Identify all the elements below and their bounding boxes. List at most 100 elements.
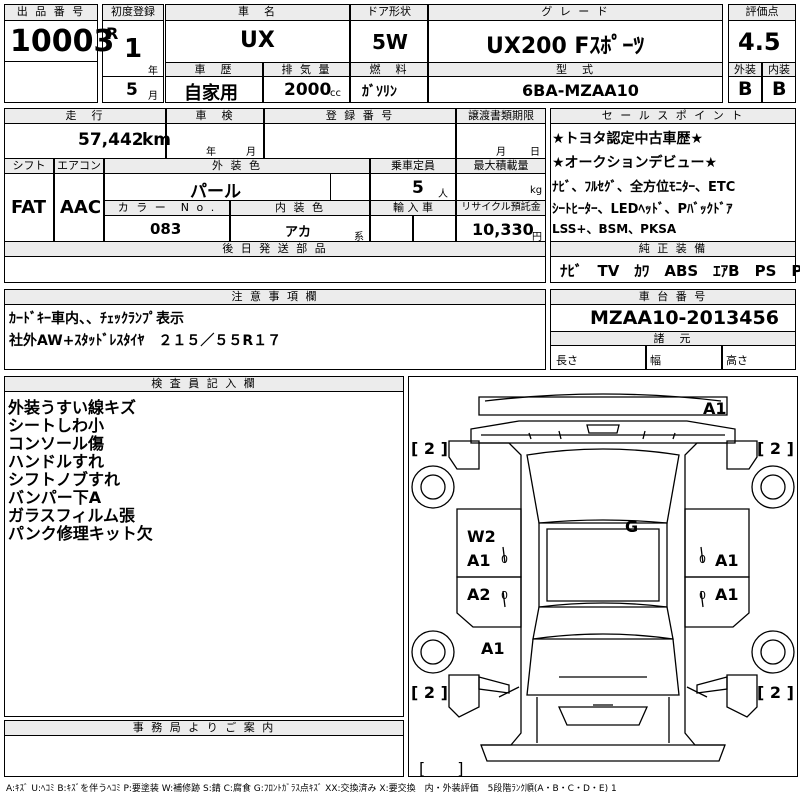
later-parts-header: 後 日 発 送 部 品 xyxy=(4,241,546,257)
mileage: 57,442 xyxy=(78,130,144,150)
import-cell xyxy=(370,215,413,242)
inspector-note: パンク修理キット欠 xyxy=(8,524,153,543)
max-load-header: 最大積載量 xyxy=(456,158,546,174)
later-parts-cell xyxy=(4,256,546,283)
door-type: 5W xyxy=(372,30,408,54)
model-code: 6BA-MZAA10 xyxy=(522,81,639,100)
width-label: 幅 xyxy=(650,354,661,367)
genuine-equipment: ﾅﾋﾞ TV ｶﾜ ABS ｴｱB PS PW xyxy=(560,262,800,280)
mark-left-rear: A1 xyxy=(481,639,505,658)
tire-rr-mark: [ 2 ] xyxy=(757,683,794,702)
interior-grade: B xyxy=(772,78,787,100)
tire-rl-mark: [ 2 ] xyxy=(411,683,448,702)
inspector-note: バンパー下A xyxy=(8,488,102,507)
reg-divider xyxy=(102,76,164,77)
history-header: 車 歴 xyxy=(165,62,263,77)
score-header: 評価点 xyxy=(728,4,796,21)
plate-header: 登 録 番 号 xyxy=(264,108,456,124)
shift: FAT xyxy=(11,197,47,218)
displacement: 2000 xyxy=(284,80,332,100)
office-header: 事 務 局 よ り ご 案 内 xyxy=(4,720,404,736)
sales-point-line: LSS+、BSM、PKSA xyxy=(552,222,677,236)
inspector-note: ガラスフィルム張 xyxy=(8,506,136,525)
car-name-header: 車 名 xyxy=(165,4,350,21)
int-color-header: 内 装 色 xyxy=(230,200,370,216)
fuel-header: 燃 料 xyxy=(350,62,428,77)
sales-point-line: ★トヨタ認定中古車歴★ xyxy=(552,131,704,147)
model-code-cell xyxy=(428,76,723,103)
recycle-header: リサイクル預託金 xyxy=(456,200,546,216)
inspector-header: 検 査 員 記 入 欄 xyxy=(4,376,404,392)
inspection-header: 車 検 xyxy=(166,108,264,124)
ext-color: パール xyxy=(190,182,241,202)
capacity: 5 xyxy=(412,178,424,198)
interior-cell xyxy=(762,76,796,103)
int-color: アカ xyxy=(285,225,312,240)
car-name: UX xyxy=(240,28,275,53)
mileage-unit: km xyxy=(142,130,172,150)
load-unit: kg xyxy=(530,185,543,196)
chassis-no: MZAA10-2013456 xyxy=(590,307,779,329)
reg-month-unit: 月 xyxy=(148,91,158,102)
door-header: ドア形状 xyxy=(350,4,428,21)
import-cell-2 xyxy=(413,215,456,242)
recycle: 10,330 xyxy=(472,220,534,239)
sales-point-header: セ ー ル ス ポ イ ン ト xyxy=(550,108,796,124)
first-reg-header: 初度登録 xyxy=(102,4,164,21)
mark-lr-door: A2 xyxy=(467,585,491,604)
displacement-cell xyxy=(263,76,350,103)
import-header: 輸 入 車 xyxy=(370,200,456,216)
aircon-header: エアコン xyxy=(54,158,104,174)
inspector-note: ハンドルすれ xyxy=(8,452,105,471)
ext-color-header: 外 装 色 xyxy=(104,158,370,174)
genuine-cell xyxy=(550,256,796,283)
legend: A:ｷｽﾞ U:ﾍｺﾐ B:ｷｽﾞを伴うﾍｺﾐ P:要塗装 W:補修跡 S:錆 … xyxy=(6,784,617,794)
mileage-header: 走 行 xyxy=(4,108,166,124)
history-cell xyxy=(165,76,263,103)
color-no: 083 xyxy=(150,220,182,238)
zero-mark: 0 xyxy=(501,553,508,566)
sales-point-line: ﾅﾋﾞ、ﾌﾙｾｸﾞ、全方位ﾓﾆﾀｰ、ETC xyxy=(552,180,736,195)
genuine-header: 純 正 装 備 xyxy=(550,241,796,257)
transfer-day-unit: 日 xyxy=(530,147,540,158)
car-outline-icon xyxy=(411,393,795,762)
exterior-grade: B xyxy=(738,78,753,100)
zero-mark: 0 xyxy=(699,553,706,566)
history: 自家用 xyxy=(184,83,238,104)
fuel-cell xyxy=(350,76,428,103)
recycle-unit: 円 xyxy=(532,232,542,243)
displacement-header: 排 気 量 xyxy=(263,62,350,77)
reg-month: 5 xyxy=(126,80,138,100)
capacity-header: 乗車定員 xyxy=(370,158,456,174)
inspector-note: 外装うすい線キズ xyxy=(8,398,137,417)
mark-rr-door: A1 xyxy=(715,585,739,604)
color-no-header: カ ラ ー N o . xyxy=(104,200,230,216)
ext-color-divider xyxy=(330,173,331,201)
reg-year: 1 xyxy=(124,34,143,64)
lot-no-header: 出 品 番 号 xyxy=(4,4,98,21)
lot-no-lower-cell xyxy=(4,61,98,103)
score: 4.5 xyxy=(738,28,781,56)
inspection-year-unit: 年 xyxy=(206,147,216,158)
first-reg-cell xyxy=(102,20,164,103)
notes-line: ｶｰﾄﾞｷｰ車内、、ﾁｪｯｸﾗﾝﾌﾟ表示 xyxy=(9,311,184,327)
sales-point-line: ｼｰﾄﾋｰﾀｰ、LEDﾍｯﾄﾞ、Pﾊﾞｯｸﾄﾞｱ xyxy=(552,202,733,217)
interior-header: 内装 xyxy=(762,62,796,77)
inspector-note: シフトノブすれ xyxy=(8,470,121,489)
inspector-note: シートしわ小 xyxy=(8,416,105,435)
mark-rf-door: A1 xyxy=(715,551,739,570)
notes-header: 注 意 事 項 欄 xyxy=(4,289,546,305)
dim-length-cell xyxy=(550,345,646,370)
notes-cell xyxy=(4,304,546,370)
shift-header: シフト xyxy=(4,158,54,174)
mark-lf-door-w2: W2 xyxy=(467,527,496,546)
transfer-header: 譲渡書類期限 xyxy=(456,108,546,124)
notes-line: 社外AW+ｽﾀｯﾄﾞﾚｽﾀｲﾔ ２１５／５５R１７ xyxy=(9,333,282,349)
office-cell xyxy=(4,735,404,777)
int-color-suffix: 系 xyxy=(354,232,364,243)
sales-point-line: ★オークションデビュー★ xyxy=(552,155,718,171)
aircon: AAC xyxy=(60,197,102,218)
capacity-unit: 人 xyxy=(438,189,448,200)
zero-mark: 0 xyxy=(501,589,508,602)
mark-front-bumper: A1 xyxy=(703,399,727,418)
